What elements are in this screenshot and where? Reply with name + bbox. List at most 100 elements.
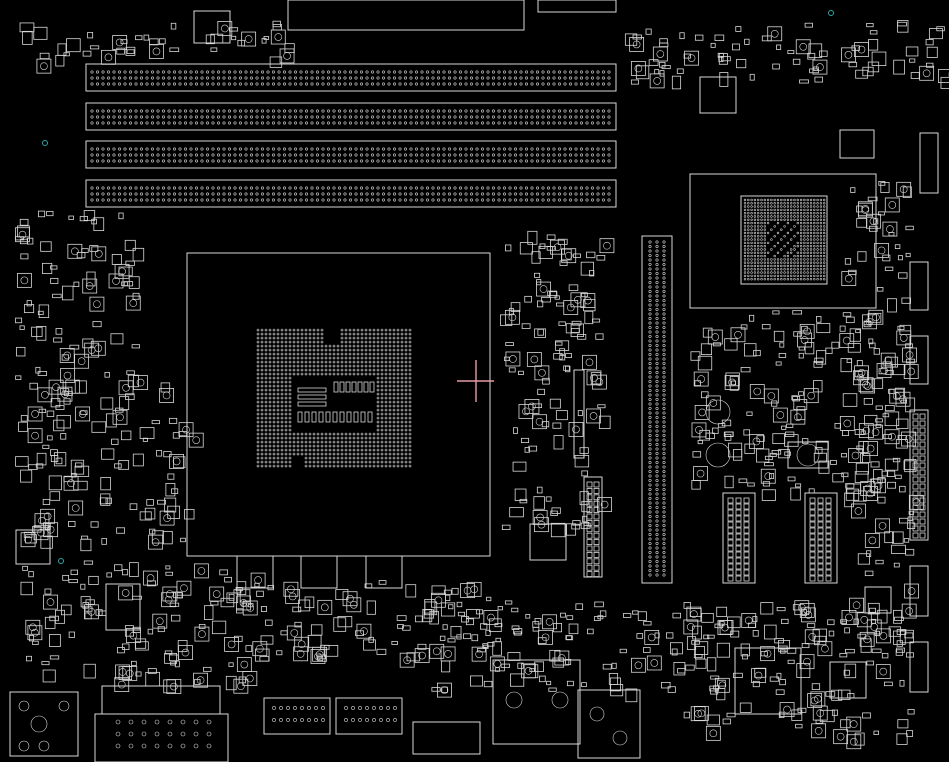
tactile-switch: [896, 330, 912, 346]
dvi-pin: [206, 743, 212, 749]
header-pin: [735, 503, 742, 510]
switch-dome: [227, 640, 236, 649]
smd-component: [784, 451, 791, 456]
vga-connector[interactable]: [263, 697, 331, 735]
pcie-slot[interactable]: [641, 235, 673, 584]
cpu-pin: [296, 432, 300, 436]
right-header-3[interactable]: [909, 565, 929, 617]
dimm-pin: [513, 121, 517, 125]
dimm-pin: [348, 115, 352, 119]
chipset-outline[interactable]: [689, 173, 877, 309]
tactile-switch: [193, 563, 209, 579]
switch-dome: [182, 425, 190, 434]
cpu-pin: [344, 344, 348, 348]
switch-dome: [804, 611, 813, 619]
header-pin: [825, 557, 832, 564]
dimm-pin: [304, 147, 308, 151]
right-header-long[interactable]: [909, 409, 929, 541]
dimm-pin: [217, 192, 221, 196]
cpu-pin: [392, 400, 396, 404]
mid-header-1[interactable]: [722, 492, 756, 584]
bga-ball: [819, 218, 823, 222]
bga-ball: [763, 254, 766, 258]
pcie-pin: [662, 519, 666, 523]
right-header-top[interactable]: [919, 132, 939, 194]
smd-component: [860, 430, 866, 435]
dimm-pin: [101, 153, 105, 157]
super-io-chip[interactable]: [734, 647, 802, 715]
mid-header-2[interactable]: [804, 492, 838, 584]
m2-slot[interactable]: [573, 369, 585, 459]
dimm-pin: [326, 153, 330, 157]
cpu-pin: [364, 352, 368, 356]
dimm-pin: [282, 153, 286, 157]
lan-usb-stack[interactable]: [492, 659, 581, 745]
smd-component: [513, 427, 518, 434]
audio-jack[interactable]: [577, 689, 641, 759]
cpu-pin: [364, 328, 368, 332]
smd-package: [832, 473, 844, 483]
dvi-connector-body[interactable]: [94, 713, 229, 762]
cpu-pin: [292, 372, 296, 376]
cpu-pin: [332, 464, 336, 468]
dimm-pin: [266, 147, 270, 151]
cpu-pin: [380, 408, 384, 412]
center-header[interactable]: [583, 476, 603, 578]
cpu-pin: [316, 432, 320, 436]
dimm-pin: [442, 82, 446, 86]
smd-package: [716, 642, 730, 658]
cpu-pin: [288, 348, 292, 352]
bga-ball: [803, 268, 806, 271]
bga-ball: [747, 238, 750, 241]
smd-package: [754, 667, 767, 678]
cpu-pin: [264, 332, 268, 336]
right-header-1[interactable]: [909, 261, 929, 311]
hdmi-connector[interactable]: [412, 721, 481, 755]
dimm-pin: [524, 186, 528, 190]
cpu-pin: [312, 364, 316, 368]
dimm-pin: [414, 159, 418, 163]
dimm-slot-4[interactable]: [85, 179, 617, 208]
smd-component: [147, 668, 157, 674]
bga-ball: [770, 271, 773, 274]
tactile-switch: [795, 39, 811, 55]
cpu-pin: [268, 448, 272, 452]
dimm-pin: [321, 159, 325, 163]
dimm-pin: [145, 109, 149, 113]
dvi-pin: [193, 731, 199, 737]
bga-ball: [796, 215, 799, 218]
dimm-slot-3[interactable]: [85, 140, 617, 169]
dimm-slot-2[interactable]: [85, 102, 617, 131]
cpu-pin: [404, 408, 408, 412]
header-pin: [743, 569, 750, 576]
top-header[interactable]: [537, 0, 617, 13]
dimm-pin: [486, 115, 490, 119]
atx-power-connector[interactable]: [287, 0, 525, 31]
smd-component: [63, 398, 71, 405]
dimm-slot-1[interactable]: [85, 63, 617, 92]
right-header-2[interactable]: [909, 335, 929, 385]
cpu-pin: [368, 348, 372, 352]
header-pin: [919, 448, 926, 455]
dimm-pin: [508, 109, 512, 113]
pcie-pin: [648, 303, 652, 307]
switch-dome: [117, 680, 126, 689]
right-header-4[interactable]: [909, 641, 929, 693]
dimm-pin: [425, 82, 429, 86]
smd-component: [169, 47, 180, 52]
smd-component: [897, 255, 903, 261]
dimm-pin: [343, 109, 347, 113]
smd-component: [807, 52, 816, 60]
smd-component: [105, 497, 112, 504]
dimm-pin: [447, 159, 451, 163]
jumper-block[interactable]: [105, 583, 141, 631]
vga-connector-2[interactable]: [335, 697, 403, 735]
usb-stack[interactable]: [9, 691, 79, 757]
cpu-socket[interactable]: [186, 252, 491, 557]
dimm-pin: [228, 115, 232, 119]
dimm-pin: [420, 76, 424, 80]
cpu-pin: [260, 360, 264, 364]
smd-component: [479, 623, 488, 630]
bga-ball: [750, 208, 753, 212]
bga-ball: [799, 218, 803, 222]
